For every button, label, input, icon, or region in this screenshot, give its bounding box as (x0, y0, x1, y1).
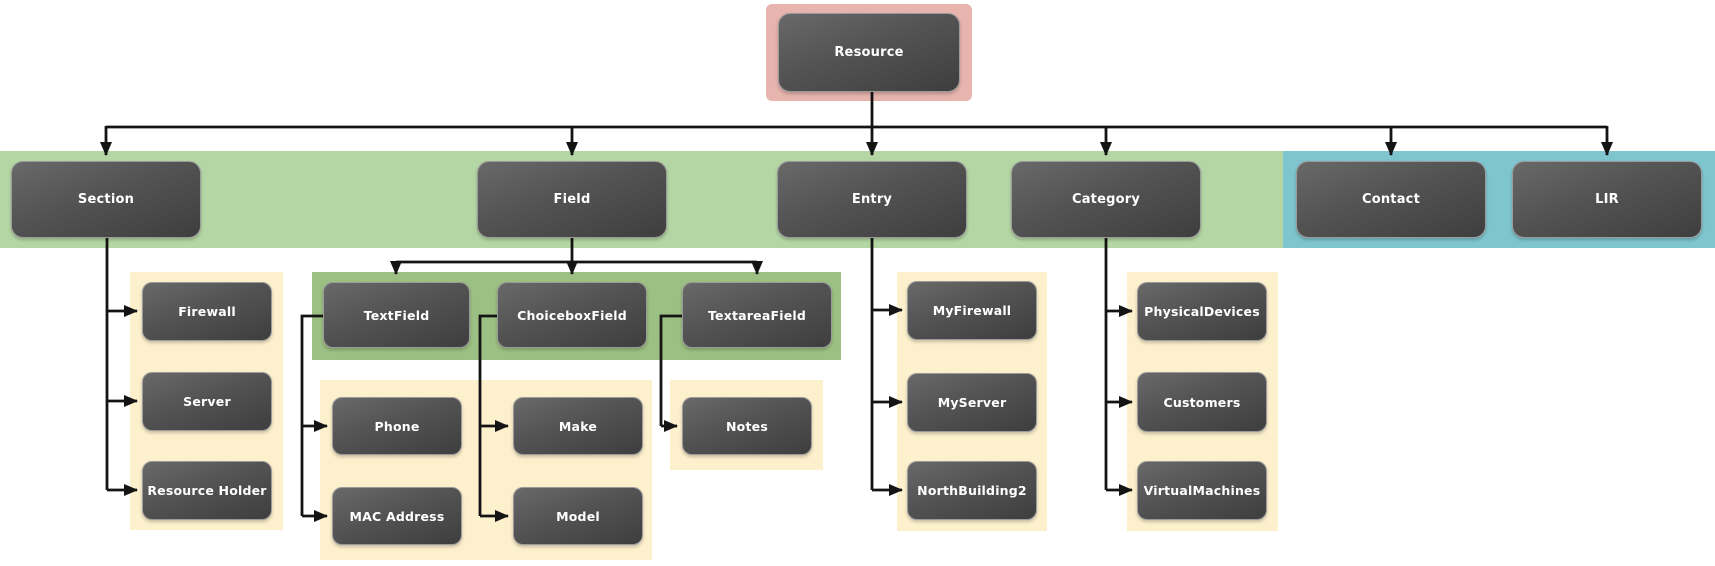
node-physicaldevices: PhysicalDevices (1137, 282, 1267, 341)
node-contact: Contact (1296, 161, 1486, 238)
node-myserver: MyServer (907, 373, 1037, 432)
node-model: Model (513, 487, 643, 545)
node-notes: Notes (682, 397, 812, 455)
node-customers: Customers (1137, 372, 1267, 432)
node-lir: LIR (1512, 161, 1702, 238)
node-resource: Resource (778, 13, 960, 92)
node-entry: Entry (777, 161, 967, 238)
node-field: Field (477, 161, 667, 238)
node-resource-holder: Resource Holder (142, 461, 272, 520)
node-phone: Phone (332, 397, 462, 455)
node-category: Category (1011, 161, 1201, 238)
node-section: Section (11, 161, 201, 238)
node-textareafield: TextareaField (682, 282, 832, 348)
node-myfirewall: MyFirewall (907, 281, 1037, 340)
node-make: Make (513, 397, 643, 455)
node-choiceboxfield: ChoiceboxField (497, 282, 647, 348)
node-virtualmachines: VirtualMachines (1137, 461, 1267, 520)
node-server: Server (142, 372, 272, 431)
node-mac-address: MAC Address (332, 487, 462, 545)
node-textfield: TextField (323, 282, 470, 348)
node-northbuilding2: NorthBuilding2 (907, 461, 1037, 520)
node-firewall: Firewall (142, 282, 272, 341)
